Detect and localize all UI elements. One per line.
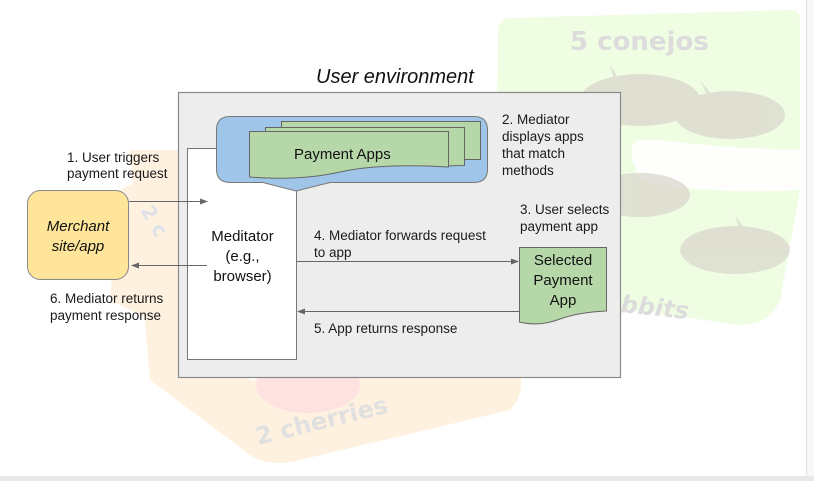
- mediator-label-line3: browser): [213, 268, 272, 285]
- step-4-line2: to app: [314, 245, 352, 260]
- right-edge-scrollbar[interactable]: [806, 0, 814, 481]
- step-6-line2: payment response: [50, 308, 162, 323]
- payment-apps-label: Payment Apps: [294, 146, 391, 163]
- step-5-line1: 5. App returns response: [314, 321, 458, 336]
- user-environment-title: User environment: [316, 66, 474, 88]
- selected-app-label: Selected Payment App: [519, 251, 607, 311]
- merchant-label: Merchant site/app: [27, 217, 129, 257]
- selected-payment-app-box[interactable]: [519, 247, 607, 325]
- payment-app-doc-front: [249, 131, 449, 179]
- bottom-edge: [0, 476, 814, 481]
- step-4-line1: 4. Mediator forwards request: [314, 228, 486, 243]
- step-1-label: 1. User triggers payment request: [67, 150, 168, 182]
- mediator-label: Meditator (e.g., browser): [188, 227, 297, 287]
- step-4-label: 4. Mediator forwards request to app: [314, 227, 486, 261]
- rabbit-body: [680, 226, 790, 274]
- step-2-line3: that match: [502, 146, 566, 161]
- bg-card-gap: [631, 140, 800, 192]
- rabbit-ear: [735, 215, 752, 245]
- step-1-line2: payment request: [67, 166, 168, 181]
- step-3-line1: 3. User selects: [520, 202, 610, 217]
- merchant-box[interactable]: [27, 190, 129, 280]
- rabbit-ear: [610, 65, 630, 100]
- rabbit-body: [675, 91, 785, 139]
- step-1-line1: 1. User triggers: [67, 150, 160, 165]
- step-6-label: 6. Mediator returns payment response: [50, 290, 163, 324]
- mediator-label-line2: (e.g.,: [225, 248, 260, 265]
- step-3-label: 3. User selects payment app: [520, 201, 609, 235]
- mediator-label-line1: Meditator: [211, 228, 274, 245]
- merchant-label-line2: site/app: [51, 238, 105, 255]
- step-2-line4: methods: [502, 163, 554, 178]
- rabbit-ear: [700, 80, 722, 112]
- step-2-line1: 2. Mediator: [502, 112, 570, 127]
- step-3-line2: payment app: [520, 219, 599, 234]
- selected-app-label-line3: App: [549, 292, 577, 309]
- step-6-line1: 6. Mediator returns: [50, 291, 164, 306]
- step-2-label: 2. Mediator displays apps that match met…: [502, 111, 584, 179]
- step-2-line2: displays apps: [502, 129, 584, 144]
- selected-app-label-line2: Payment: [533, 272, 593, 289]
- step-5-label: 5. App returns response: [314, 321, 457, 337]
- merchant-label-line1: Merchant: [46, 218, 110, 235]
- selected-app-label-line1: Selected: [533, 252, 593, 269]
- watermark-conejos: 5 conejos: [570, 27, 709, 57]
